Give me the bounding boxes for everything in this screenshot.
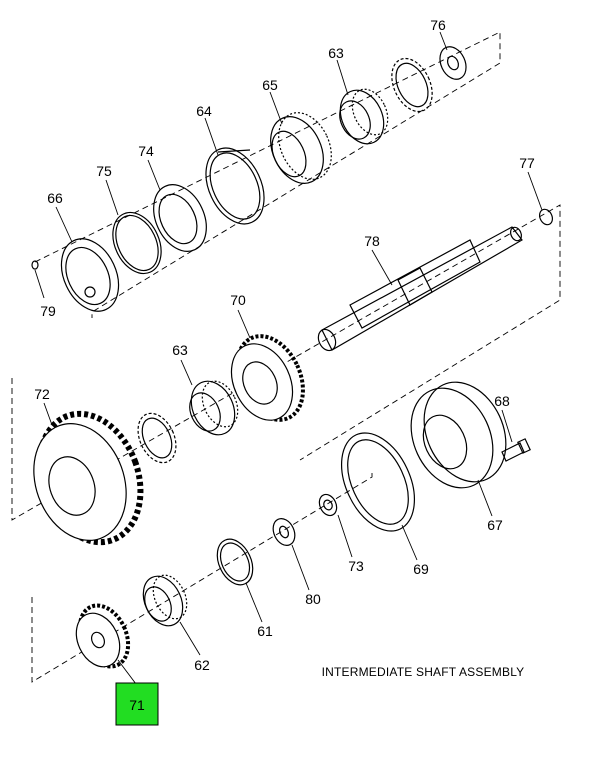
part-61-ring[interactable] (210, 533, 259, 590)
callout-77[interactable]: 77 (519, 155, 535, 171)
part-72-large-gear[interactable] (18, 400, 158, 557)
part-62-bearing[interactable] (136, 570, 194, 632)
diagram-title: INTERMEDIATE SHAFT ASSEMBLY (322, 665, 525, 679)
callout-78[interactable]: 78 (364, 233, 380, 249)
dashed-outline-upper (34, 31, 501, 318)
dashed-outline-middle (11, 204, 561, 521)
callout-74[interactable]: 74 (138, 143, 154, 159)
part-73-nut[interactable] (316, 492, 340, 519)
part-66-cover[interactable] (50, 230, 129, 321)
part-63-bearing-middle[interactable] (183, 374, 245, 442)
callout-75[interactable]: 75 (96, 163, 112, 179)
callout-62[interactable]: 62 (194, 657, 210, 673)
part-70-gear[interactable] (220, 325, 316, 430)
callout-64[interactable]: 64 (196, 103, 212, 119)
dashed-outline-lower (31, 472, 373, 683)
part-68-bolt[interactable] (501, 438, 531, 462)
part-71-small-gear[interactable] (68, 598, 137, 675)
callout-69[interactable]: 69 (413, 561, 429, 577)
part-cup-ring-middle[interactable] (131, 407, 184, 468)
callout-72[interactable]: 72 (34, 386, 50, 402)
leader-lines (34, 31, 543, 685)
part-75-snap-ring[interactable] (104, 205, 171, 282)
highlight-box-71[interactable] (115, 682, 159, 726)
callout-labels: 76 63 65 64 74 75 66 79 77 78 70 63 72 6… (34, 17, 535, 713)
callout-63-middle[interactable]: 63 (172, 342, 188, 358)
part-78-shaft[interactable] (315, 226, 523, 354)
callout-76[interactable]: 76 (430, 17, 446, 33)
callout-66[interactable]: 66 (47, 190, 63, 206)
callout-70[interactable]: 70 (230, 292, 246, 308)
part-cup-ring-upper[interactable] (384, 52, 440, 118)
part-64-sleeve[interactable] (195, 139, 276, 233)
part-74-ring[interactable] (143, 176, 216, 260)
callout-65[interactable]: 65 (262, 77, 278, 93)
part-77-clip[interactable] (537, 207, 555, 227)
part-69-shim[interactable] (327, 421, 429, 542)
callout-79[interactable]: 79 (40, 303, 56, 319)
callout-73[interactable]: 73 (348, 558, 364, 574)
callout-80[interactable]: 80 (305, 591, 321, 607)
part-65-bearing[interactable] (260, 104, 341, 192)
part-80-washer[interactable] (269, 515, 299, 549)
part-63-bearing-upper[interactable] (332, 83, 395, 151)
callout-71[interactable]: 71 (129, 697, 145, 713)
part-67-housing[interactable] (396, 369, 522, 501)
callout-61[interactable]: 61 (257, 623, 273, 639)
part-79-pin[interactable] (31, 260, 39, 270)
callout-67[interactable]: 67 (487, 517, 503, 533)
callout-63-upper[interactable]: 63 (328, 45, 344, 61)
callout-68[interactable]: 68 (494, 393, 510, 409)
